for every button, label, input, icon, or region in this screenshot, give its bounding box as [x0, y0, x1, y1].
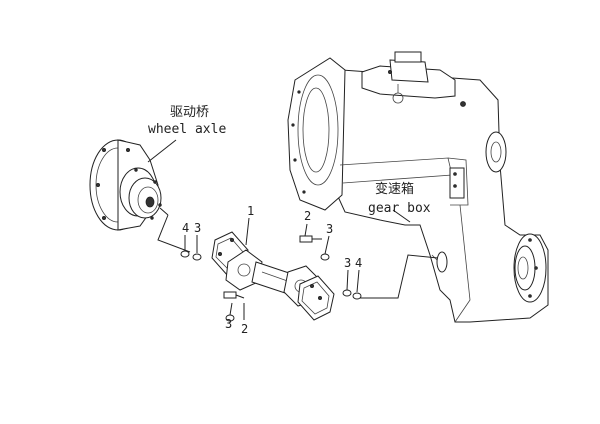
- callout-3-left: 3: [194, 221, 201, 235]
- gear-box-drawing: [287, 51, 549, 323]
- wheel-axle-label-cn: 驱动桥: [170, 105, 209, 120]
- callout-2-top: 2: [304, 209, 311, 223]
- wheel-axle-drawing: [89, 139, 162, 231]
- callout-3-right: 3: [344, 256, 351, 270]
- callout-4-right: 4: [355, 256, 362, 270]
- leader-lines: [147, 139, 439, 320]
- callout-1: 1: [247, 204, 254, 218]
- gear-box-label-cn: 变速箱: [375, 181, 414, 197]
- wheel-axle-label-en: wheel axle: [148, 122, 226, 137]
- callout-3-top: 3: [326, 222, 333, 236]
- callout-2-bottom: 2: [241, 322, 248, 336]
- drive-shaft-drawing: [180, 231, 362, 322]
- callout-4-left: 4: [182, 221, 189, 235]
- gear-box-label-en: gear box: [368, 201, 431, 216]
- callout-3-bottom: 3: [225, 317, 232, 331]
